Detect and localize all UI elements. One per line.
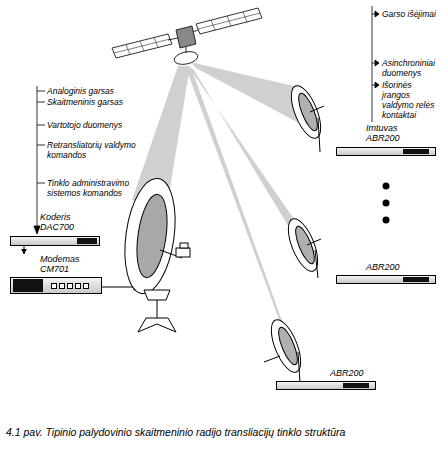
uplink-antenna <box>118 175 190 332</box>
front-panel <box>403 149 429 154</box>
device-name: Modemas CM701 <box>40 254 95 274</box>
output-bus <box>372 6 379 122</box>
panel-knob <box>75 283 81 289</box>
front-panel <box>403 277 429 282</box>
ellipsis-dots <box>383 183 390 224</box>
input-signal: Vartotojo duomenys <box>47 120 142 130</box>
receiver-dish <box>285 82 326 152</box>
panel-knob <box>83 283 89 289</box>
input-bus <box>34 86 45 234</box>
output-signal: Asinchroniniai duomenys <box>382 58 440 78</box>
device-name: Imtuvas ABR200 <box>366 123 416 143</box>
device-unit: Modemas CM701 <box>10 254 102 294</box>
device-case <box>336 275 436 284</box>
panel-knob <box>51 283 57 289</box>
panel-knob <box>67 283 73 289</box>
device-unit: Imtuvas ABR200 <box>336 123 436 156</box>
figure-caption: 4.1 pav. Tipinio palydovinio skaitmenini… <box>6 426 345 438</box>
front-panel <box>77 238 97 244</box>
input-signal: Analoginis garsas <box>47 86 142 96</box>
device-unit: ABR200 <box>336 262 436 284</box>
front-panel <box>13 279 43 292</box>
front-panel <box>343 383 369 388</box>
input-signal: Tinklo administravimo sistemos komandos <box>47 178 142 198</box>
device-name: ABR200 <box>330 368 375 378</box>
device-case <box>10 277 102 294</box>
device-case <box>336 147 436 156</box>
signal-arrow <box>24 246 25 254</box>
device-name: ABR200 <box>366 262 416 272</box>
receiver-dish <box>264 316 307 383</box>
input-signal: Retransliatorių valdymo komandos <box>47 140 142 160</box>
signal-beam <box>132 62 312 360</box>
satellite <box>112 8 262 66</box>
device-case <box>10 236 100 246</box>
panel-knob <box>59 283 65 289</box>
receiver-dish <box>282 215 323 278</box>
device-unit: ABR200 <box>276 368 376 390</box>
output-signal: Garso išėjimai <box>382 9 440 19</box>
output-signal: Išorinės įrangos valdymo relės kontaktai <box>382 80 440 120</box>
device-unit: Koderis DAC700 <box>10 212 100 246</box>
device-name: Koderis DAC700 <box>40 212 90 232</box>
input-signal: Skaitmeninis garsas <box>47 97 142 107</box>
device-case <box>276 381 376 390</box>
